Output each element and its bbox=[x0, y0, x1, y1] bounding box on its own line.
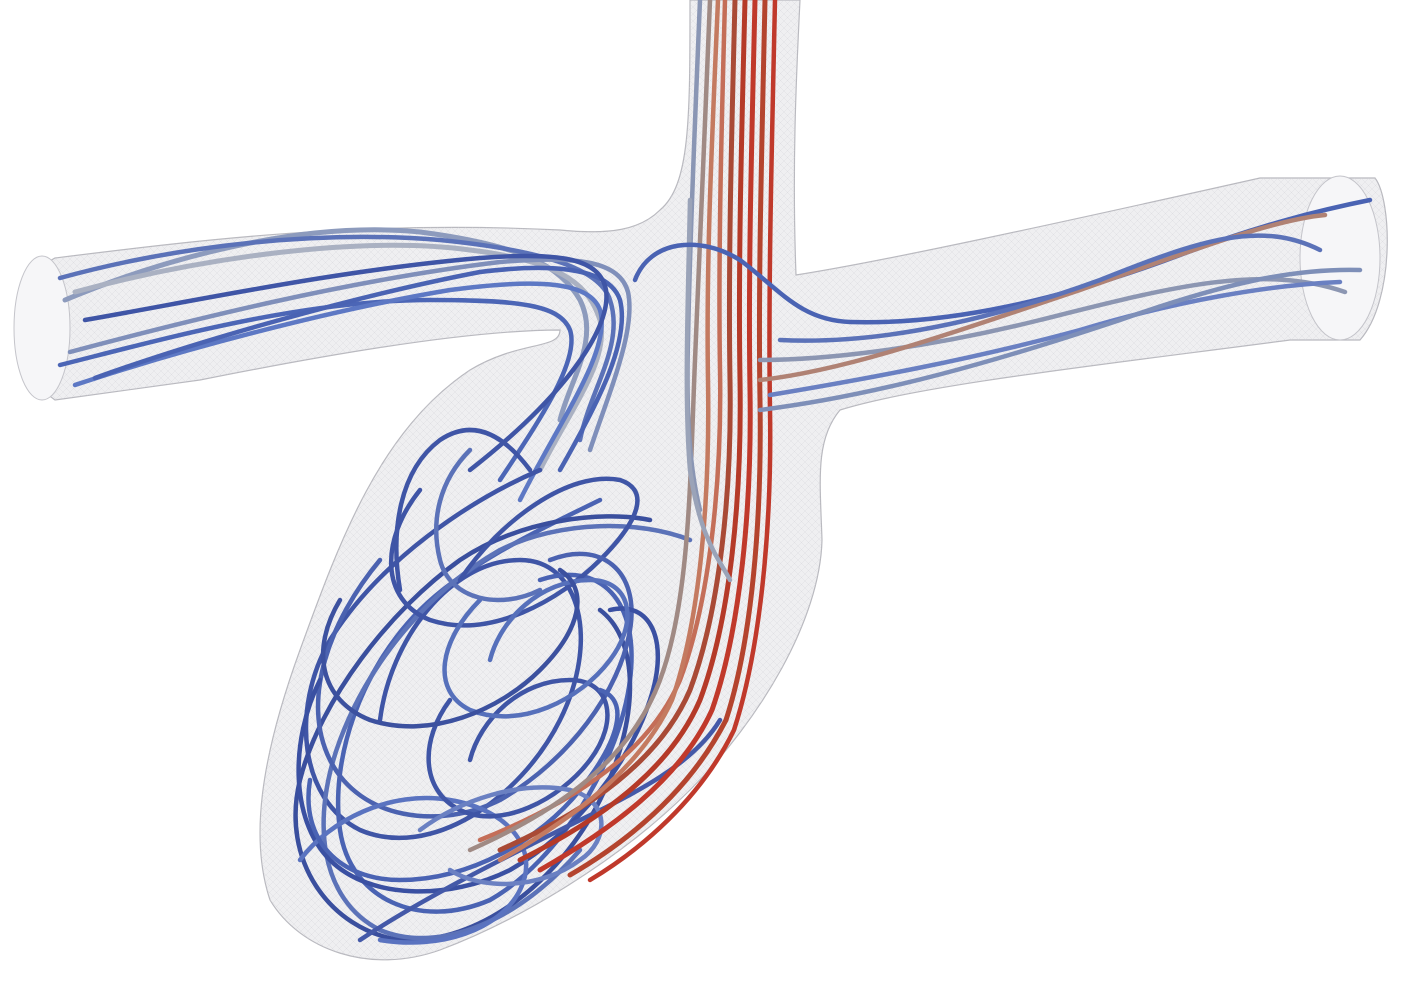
streamline bbox=[57, 297, 574, 483]
left-branch-opening bbox=[13, 255, 71, 401]
streamline bbox=[477, 0, 728, 843]
streamlines-inflow-transition bbox=[467, 0, 733, 863]
streamlines-inflow-core bbox=[477, 0, 778, 883]
streamline bbox=[497, 0, 721, 863]
streamline bbox=[296, 606, 660, 894]
vessel-geometry bbox=[13, 0, 1388, 961]
streamline bbox=[517, 0, 748, 863]
streamlines-aneurysm-vortex bbox=[293, 427, 723, 945]
streamline bbox=[394, 427, 533, 593]
streamline bbox=[426, 677, 610, 819]
streamline bbox=[72, 281, 604, 503]
streamline bbox=[767, 279, 1343, 398]
streamline bbox=[757, 212, 1328, 383]
streamline bbox=[315, 551, 634, 819]
streamlines-right-branch bbox=[632, 197, 1373, 413]
vessel-mesh-texture bbox=[16, 0, 1388, 960]
streamline bbox=[389, 476, 640, 628]
streamline bbox=[62, 227, 590, 423]
streamline bbox=[777, 233, 1323, 343]
streamline bbox=[320, 567, 580, 729]
streamline bbox=[57, 234, 616, 443]
streamline bbox=[306, 687, 620, 883]
streamline bbox=[537, 0, 758, 873]
streamline bbox=[442, 577, 630, 719]
streamline bbox=[567, 0, 768, 878]
streamline bbox=[467, 0, 713, 853]
streamline bbox=[417, 785, 604, 887]
streamline bbox=[757, 267, 1363, 413]
streamline bbox=[82, 253, 609, 473]
streamline bbox=[497, 0, 738, 853]
streamline bbox=[434, 447, 543, 603]
streamline bbox=[92, 265, 625, 473]
streamline bbox=[684, 197, 733, 583]
streamlines-left-branch bbox=[57, 227, 632, 503]
streamline bbox=[67, 257, 632, 453]
streamline bbox=[303, 467, 583, 841]
streamline bbox=[321, 523, 693, 941]
streamline bbox=[587, 0, 778, 883]
